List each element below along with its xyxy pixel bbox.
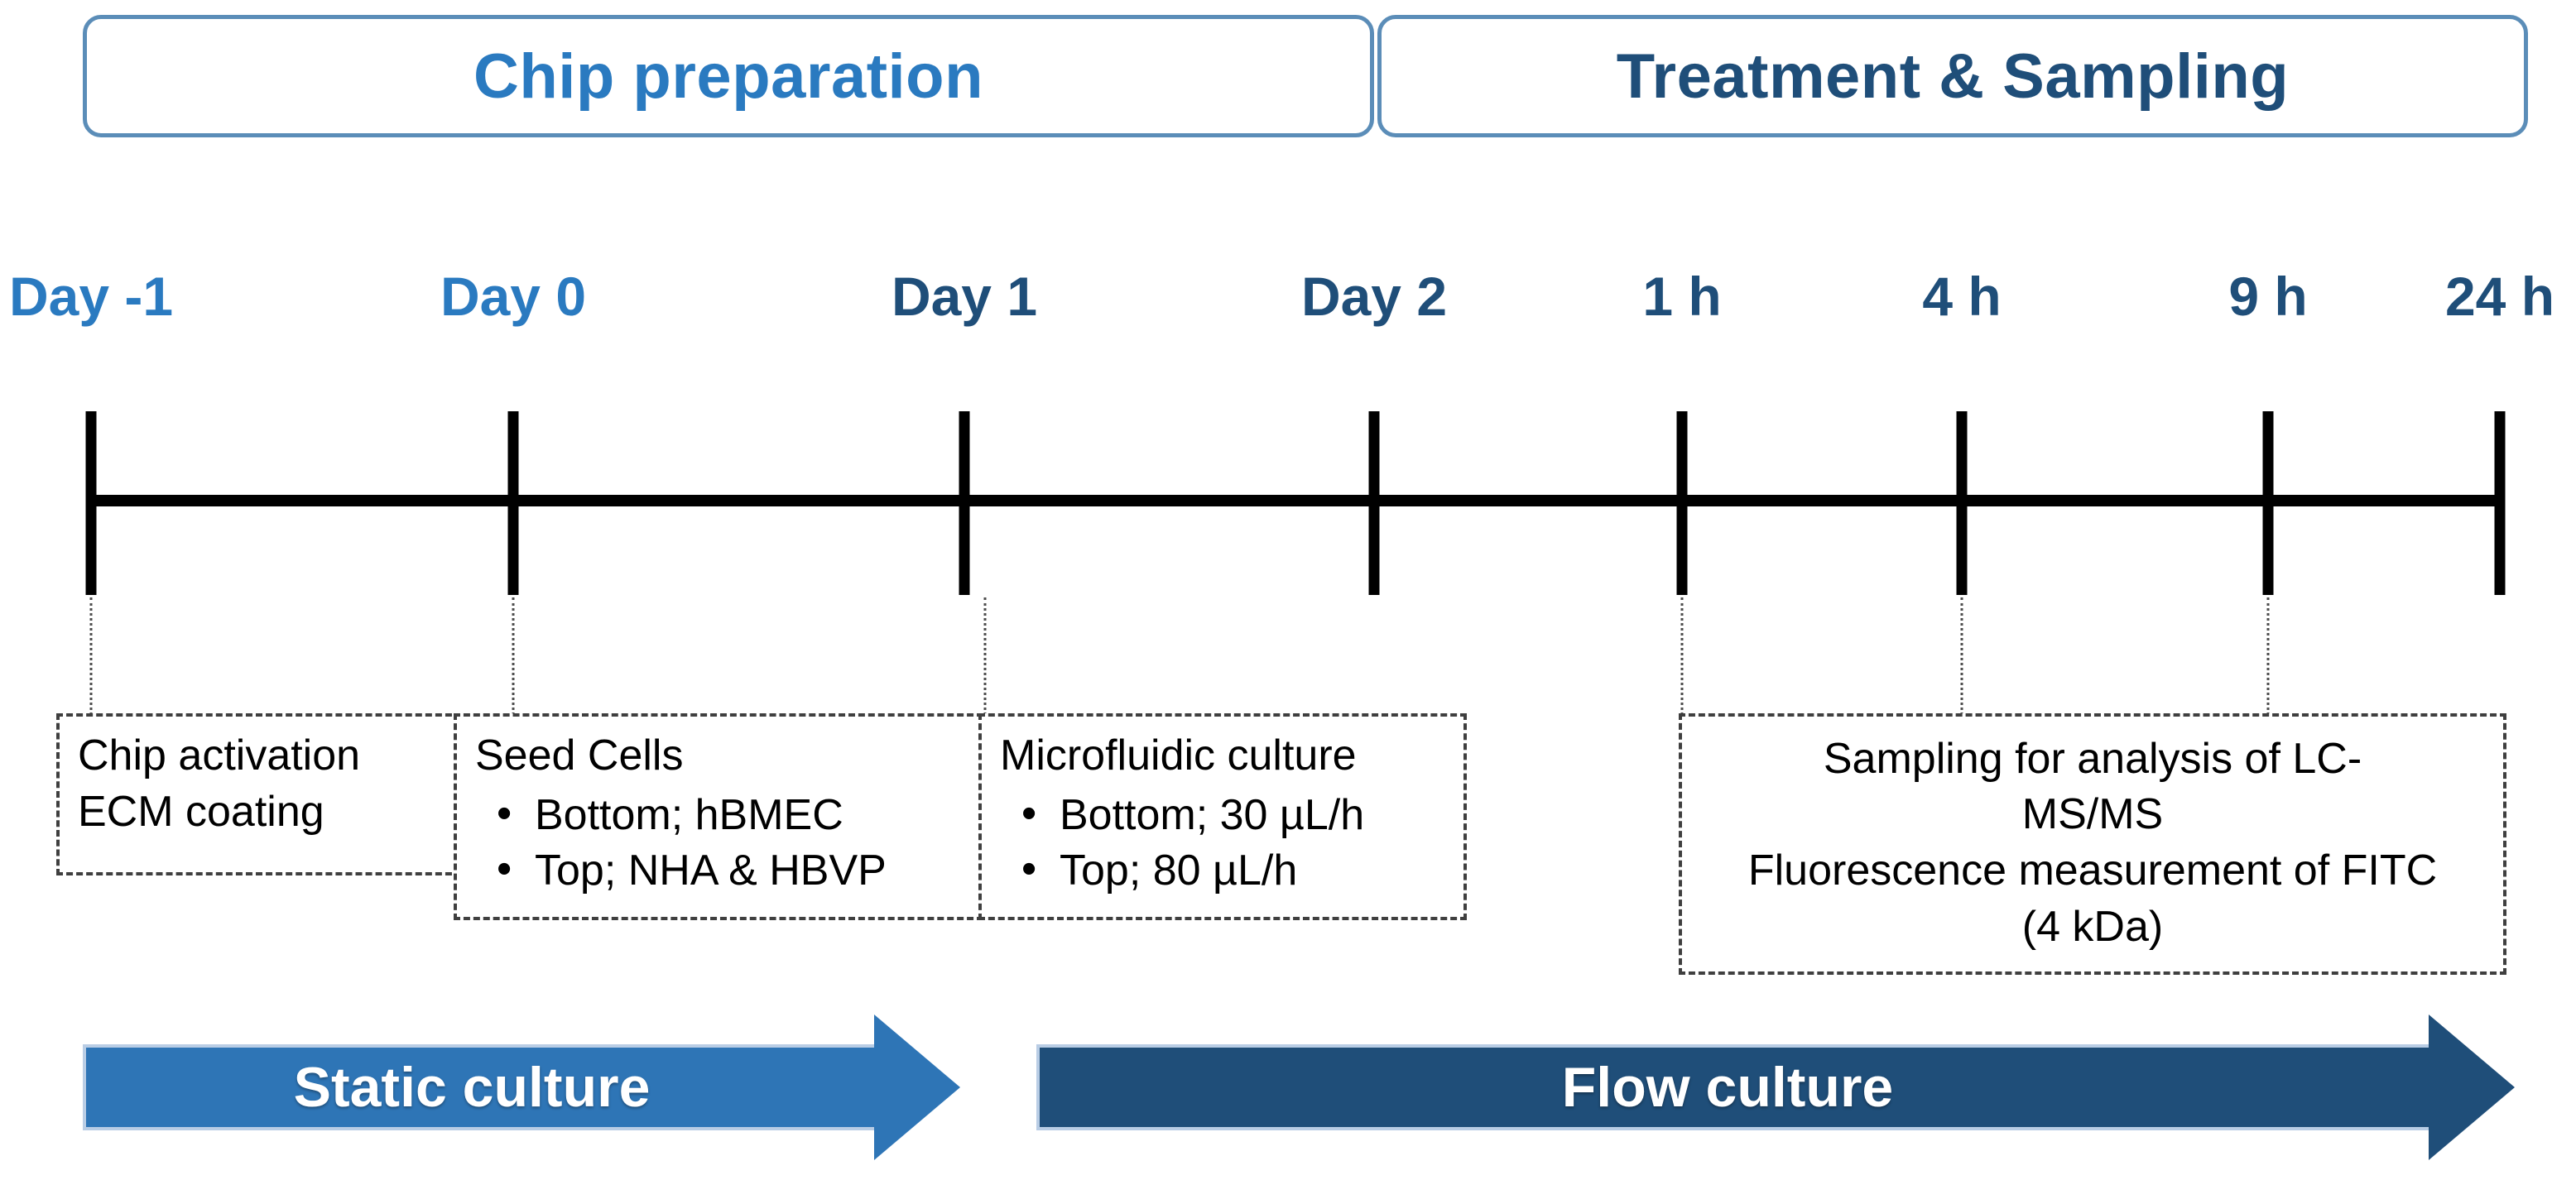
timeline-tick-label-4h: 4 h [1922, 266, 2002, 327]
leader-line-9h [2266, 597, 2270, 715]
timeline-axis [91, 495, 2504, 506]
timeline-tick-1h [1676, 411, 1688, 595]
arrow-label: Static culture [293, 1056, 651, 1119]
arrow-head-icon [874, 1015, 960, 1160]
note-bullet-list: Bottom; 30 µL/h Top; 80 µL/h [1000, 786, 1445, 899]
timeline-tick-day-0 [507, 411, 519, 595]
note-title: Microfluidic culture [1000, 732, 1357, 779]
timeline-tick-9h [2262, 411, 2274, 595]
list-item: Bottom; hBMEC [497, 786, 962, 844]
timeline-tick-4h [1956, 411, 1968, 595]
leader-line-day-1 [983, 597, 987, 715]
arrow-label: Flow culture [1561, 1056, 1894, 1119]
arrow-head-icon [2429, 1015, 2515, 1160]
arrow-shaft [83, 1044, 877, 1130]
timeline-tick-label-1h: 1 h [1642, 266, 1722, 327]
note-sampling-analysis: Sampling for analysis of LC- MS/MS Fluor… [1679, 713, 2506, 975]
timeline-tick-label-9h: 9 h [2228, 266, 2308, 327]
arrow-flow-culture: Flow culture [1036, 1015, 2518, 1160]
leader-line-day-0 [512, 597, 515, 715]
arrow-static-culture: Static culture [83, 1015, 960, 1160]
timeline-tick-day-1 [959, 411, 970, 595]
leader-line-day-minus-1 [89, 597, 93, 715]
leader-line-1h [1680, 597, 1684, 715]
note-line: MS/MS [2021, 790, 2164, 839]
list-item: Top; NHA & HBVP [497, 842, 962, 899]
note-chip-activation: Chip activation ECM coating [56, 713, 462, 875]
timeline-tick-24h [2494, 411, 2506, 595]
timeline-tick-label-day-minus-1: Day -1 [8, 266, 174, 327]
note-line: (4 kDa) [2021, 902, 2164, 951]
note-line: Sampling for analysis of LC- [1823, 734, 2362, 783]
note-bullet-list: Bottom; hBMEC Top; NHA & HBVP [475, 786, 962, 899]
timeline-tick-label-24h: 24 h [2444, 266, 2555, 327]
phase-header-label: Treatment & Sampling [1616, 41, 2290, 112]
timeline-tick-label-day-0: Day 0 [440, 266, 587, 327]
phase-header-label: Chip preparation [473, 41, 984, 112]
timeline-tick-day-2 [1368, 411, 1380, 595]
note-title: Seed Cells [475, 732, 684, 779]
note-line: ECM coating [78, 787, 324, 836]
leader-line-4h [1960, 597, 1963, 715]
list-item: Top; 80 µL/h [1021, 842, 1445, 899]
timeline-tick-label-day-1: Day 1 [891, 266, 1038, 327]
arrow-shaft [1036, 1044, 2432, 1130]
timeline-tick-label-day-2: Day 2 [1300, 266, 1448, 327]
note-microfluidic-culture: Microfluidic culture Bottom; 30 µL/h Top… [978, 713, 1467, 920]
phase-header-chip-preparation: Chip preparation [83, 15, 1374, 137]
note-line: Fluorescence measurement of FITC [1747, 847, 2438, 895]
timeline-tick-day-minus-1 [85, 411, 97, 595]
note-line: Chip activation [78, 732, 361, 779]
note-seed-cells: Seed Cells Bottom; hBMEC Top; NHA & HBVP [454, 713, 983, 920]
phase-header-treatment-sampling: Treatment & Sampling [1377, 15, 2528, 137]
list-item: Bottom; 30 µL/h [1021, 786, 1445, 844]
